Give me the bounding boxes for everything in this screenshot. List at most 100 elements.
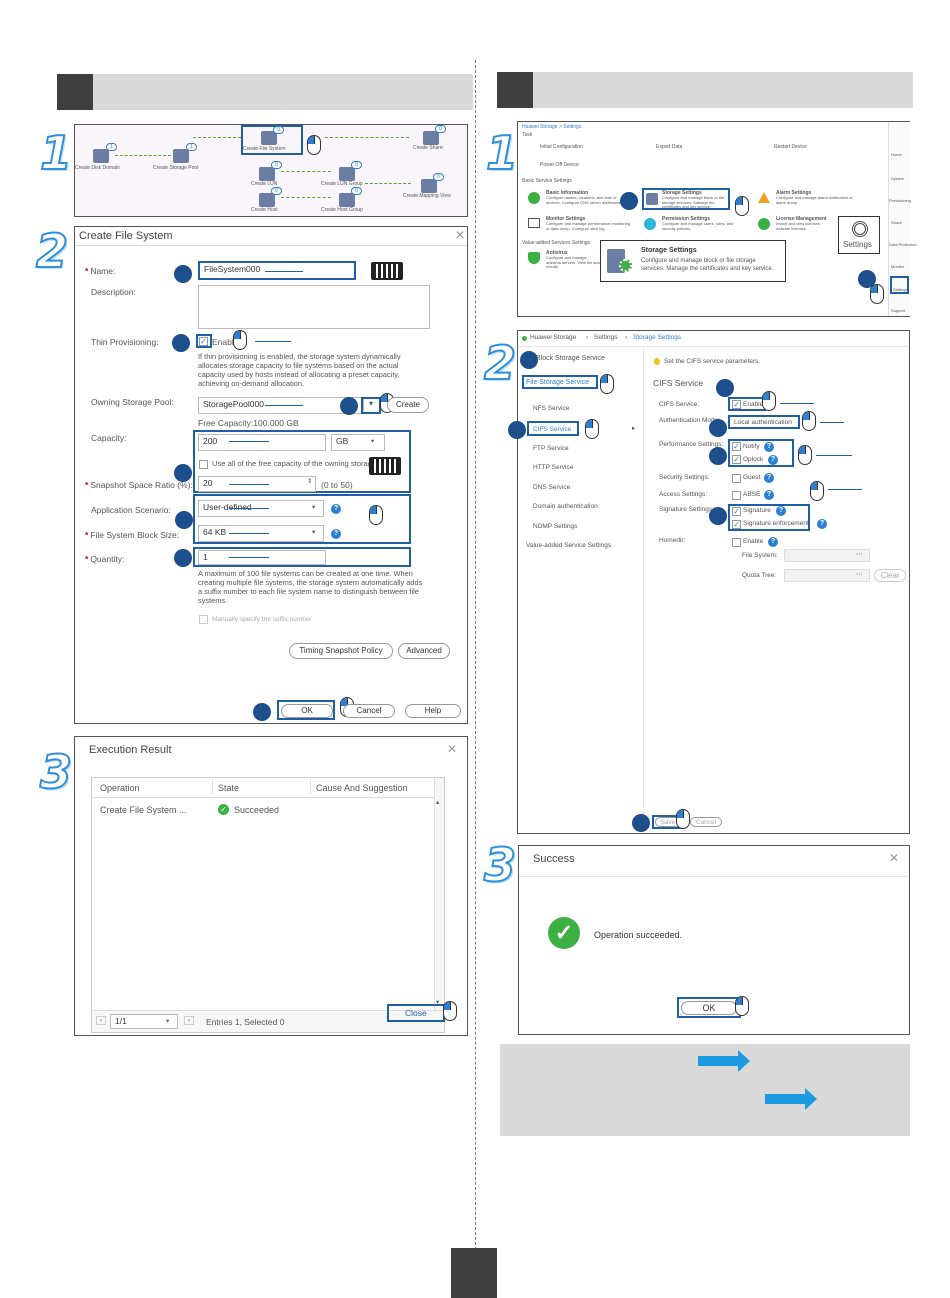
sidebar-item-home[interactable]: Home xyxy=(891,152,902,157)
sidebar-item-support[interactable]: Support xyxy=(891,308,906,313)
scenario-highlight xyxy=(193,494,411,544)
timing-snapshot-button[interactable]: Timing Snapshot Policy xyxy=(289,643,393,659)
task-initial-config[interactable]: Initial Configuration xyxy=(540,144,583,150)
help-icon[interactable]: ? xyxy=(768,537,778,547)
signature-checkbox[interactable]: ✓ xyxy=(732,507,741,516)
auth-mode-select[interactable]: Local authentication xyxy=(728,415,800,429)
homedir-checkbox[interactable] xyxy=(732,538,741,547)
task-restart[interactable]: Restart Device xyxy=(774,144,807,150)
settings-item-license[interactable]: License Management Import and view licen… xyxy=(758,216,834,238)
chevron-down-icon: ▾ xyxy=(371,438,375,445)
step-marker xyxy=(858,270,876,288)
sig-enforce-checkbox[interactable]: ✓ xyxy=(732,520,741,529)
help-icon[interactable]: ? xyxy=(817,519,827,529)
next-page-icon[interactable]: › xyxy=(184,1016,194,1025)
help-icon[interactable]: ? xyxy=(331,529,341,539)
notify-checkbox[interactable]: ✓ xyxy=(732,442,741,451)
quota-tree-input[interactable] xyxy=(784,569,870,582)
advanced-button[interactable]: Advanced xyxy=(398,643,450,659)
close-icon[interactable]: ✕ xyxy=(455,228,466,242)
oplock-checkbox[interactable]: ✓ xyxy=(732,455,741,464)
help-button[interactable]: Help xyxy=(405,704,461,718)
settings-callout-label: Settings xyxy=(843,240,872,249)
cancel-button[interactable]: Cancel xyxy=(690,817,722,827)
ellipsis-button[interactable]: ⋯ xyxy=(856,551,863,558)
help-icon[interactable]: ? xyxy=(764,473,774,483)
settings-item-basic-info[interactable]: Basic Information Configure names, locat… xyxy=(528,190,632,212)
help-icon[interactable]: ? xyxy=(776,506,786,516)
cifs-enable-checkbox[interactable]: ✓ xyxy=(732,400,741,409)
close-icon[interactable]: ✕ xyxy=(889,851,900,865)
settings-item-alarm[interactable]: Alarm Settings Configure and manage alar… xyxy=(758,190,862,212)
cifs-enable-label: Enable xyxy=(743,401,764,408)
abse-checkbox[interactable] xyxy=(732,491,741,500)
capacity-input[interactable]: 200 xyxy=(198,434,326,451)
node-label: Create Share xyxy=(413,145,443,151)
help-icon[interactable]: ? xyxy=(331,504,341,514)
ellipsis-button[interactable]: ⋯ xyxy=(856,571,863,578)
nav-nfs[interactable]: NFS Service xyxy=(533,405,570,412)
table-row[interactable]: Create File System ... ✓ Succeeded xyxy=(92,800,434,820)
file-system-input[interactable] xyxy=(784,549,870,562)
nav-value-added[interactable]: Value-added Service Settings xyxy=(526,542,612,549)
suffix-label: Manually specify the suffix number xyxy=(212,616,312,623)
sidebar-item-provisioning[interactable]: Provisioning xyxy=(889,198,911,203)
scroll-down-icon[interactable]: ▾ xyxy=(436,999,440,1006)
sidebar-item-monitor[interactable]: Monitor xyxy=(891,264,905,269)
settings-item-permission[interactable]: Permission Settings Configure and manage… xyxy=(644,216,748,238)
cancel-button[interactable]: Cancel xyxy=(343,704,395,718)
nav-ftp[interactable]: FTP Service xyxy=(533,445,569,452)
guest-checkbox[interactable] xyxy=(732,474,741,483)
sidebar-item-system[interactable]: System xyxy=(891,176,905,181)
sidebar-item-settings[interactable]: Settings xyxy=(890,276,909,294)
prev-page-icon[interactable]: ‹ xyxy=(96,1016,106,1025)
step-marker xyxy=(508,421,526,439)
capacity-unit-select[interactable]: GB xyxy=(331,434,385,451)
settings-item-storage[interactable]: Storage Settings Configure and manage bl… xyxy=(642,188,730,210)
host-icon xyxy=(259,193,275,207)
flow-panel: 1 Create Disk Domain 1 Create Storage Po… xyxy=(74,124,468,217)
ok-button[interactable]: OK xyxy=(281,704,333,718)
pool-dropdown-button[interactable]: ▾ xyxy=(361,397,381,414)
breadcrumb-root[interactable]: Huawei Storage xyxy=(530,334,577,341)
table-header: Operation State Cause And Suggestion xyxy=(92,778,434,798)
app-scenario-label: Application Scenario: xyxy=(91,505,171,515)
description-input[interactable] xyxy=(198,285,430,329)
nav-file-storage[interactable]: File Storage Service xyxy=(522,375,598,389)
help-icon[interactable]: ? xyxy=(764,442,774,452)
step-marker xyxy=(620,192,638,210)
settings-item-monitor[interactable]: Monitor Settings Configure and manage pe… xyxy=(528,216,632,238)
close-button[interactable]: Close xyxy=(405,1008,427,1018)
clear-button[interactable]: Clear xyxy=(874,569,906,582)
app-sidebar: Home System Provisioning Share Data Prot… xyxy=(888,122,917,316)
nav-ndmp[interactable]: NDMP Settings xyxy=(533,523,578,530)
nav-dns[interactable]: DNS Service xyxy=(533,484,571,491)
sidebar-item-share[interactable]: Share xyxy=(891,220,902,225)
nav-cifs[interactable]: CIFS Service xyxy=(527,421,579,436)
nav-panel xyxy=(518,347,644,833)
sidebar-item-data-protection[interactable]: Data Protection xyxy=(889,242,917,247)
settings-item-antivirus[interactable]: Antivirus Configure and manage antivirus… xyxy=(528,250,604,272)
suffix-checkbox[interactable] xyxy=(199,615,208,624)
name-input[interactable]: FileSystem000 xyxy=(198,261,356,280)
node-file-system[interactable]: 0 Create File System xyxy=(241,125,303,155)
help-icon[interactable]: ? xyxy=(764,490,774,500)
storage-settings-callout: Storage Settings Configure and manage bl… xyxy=(600,240,786,282)
nav-block-storage[interactable]: Block Storage Service xyxy=(536,355,605,362)
scrollbar[interactable]: ▴ ▾ xyxy=(434,778,444,1010)
use-all-checkbox[interactable] xyxy=(199,460,208,469)
help-icon[interactable]: ? xyxy=(768,455,778,465)
right-step-3-number: 3 xyxy=(483,837,517,893)
pool-create-button[interactable]: Create xyxy=(387,397,429,413)
thin-enable-checkbox[interactable]: ✓ xyxy=(199,337,208,346)
ok-button[interactable]: OK xyxy=(681,1001,737,1015)
page-select[interactable]: 1/1 xyxy=(110,1014,178,1029)
nav-http[interactable]: HTTP Service xyxy=(533,464,574,471)
scroll-up-icon[interactable]: ▴ xyxy=(436,799,440,806)
close-icon[interactable]: ✕ xyxy=(447,742,458,756)
task-power-off[interactable]: Power Off Device xyxy=(540,162,579,168)
task-export-data[interactable]: Export Data xyxy=(656,144,683,150)
breadcrumb-settings[interactable]: Settings xyxy=(594,334,618,341)
nav-domain-auth[interactable]: Domain authentication xyxy=(533,503,598,510)
step-marker xyxy=(709,419,727,437)
